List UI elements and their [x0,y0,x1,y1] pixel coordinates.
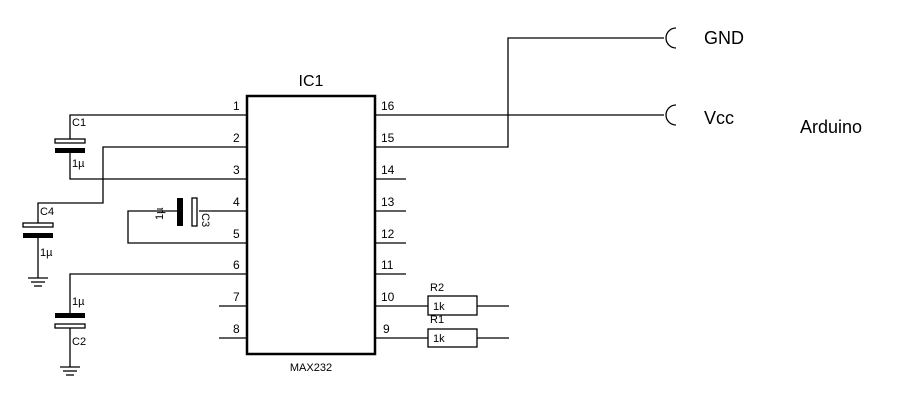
capacitor-c4 [22,146,219,278]
pin-number: 16 [381,99,395,113]
ic-right-pins [375,114,406,339]
resistor-r1-value: 1k [433,333,445,345]
gnd-wire [406,37,664,148]
pin-number: 3 [233,163,240,177]
gnd-connector-icon [665,27,677,49]
pin-number: 12 [381,227,395,241]
capacitor-c2-ref: C2 [72,336,86,348]
ground-symbol [28,277,48,287]
ic-left-pins [219,114,247,339]
capacitor-c1-ref: C1 [72,117,86,129]
resistor-r1-ref: R1 [430,314,444,326]
pin-number: 7 [233,290,240,304]
capacitor-c1 [54,114,219,180]
pin-number: 8 [233,322,240,336]
capacitor-c4-value: 1µ [40,247,53,259]
capacitor-c3 [127,197,219,244]
pin-number: 5 [233,227,240,241]
capacitor-c3-ref: C3 [199,213,211,227]
capacitor-c4-ref: C4 [40,206,54,218]
resistor-r1 [406,328,509,348]
pin-number: 15 [381,131,395,145]
resistor-r2-ref: R2 [430,282,444,294]
pin-number: 11 [381,258,394,272]
ic-body [245,94,377,356]
gnd-label: GND [704,28,744,48]
ground-symbol [60,366,80,376]
ic-part-label: MAX232 [290,362,332,374]
arduino-label: Arduino [800,117,862,137]
capacitor-c2 [54,273,219,367]
capacitor-c1-value: 1µ [72,158,85,170]
pin-number: 6 [233,258,240,272]
pin-number: 14 [381,163,395,177]
vcc-label: Vcc [704,108,734,128]
resistor-r2-value: 1k [433,301,445,313]
pin-number: 4 [233,195,240,209]
pin-number: 9 [383,322,390,336]
vcc-connector-icon [665,104,677,126]
ic-ref-label: IC1 [299,73,324,90]
pin-number: 13 [381,195,395,209]
pin-number: 2 [233,131,240,145]
capacitor-c2-value: 1µ [72,296,85,308]
resistor-r2 [406,295,509,316]
capacitor-c3-value: 1µ [154,207,166,220]
pin-number: 1 [233,99,240,113]
pin-number: 10 [381,290,395,304]
